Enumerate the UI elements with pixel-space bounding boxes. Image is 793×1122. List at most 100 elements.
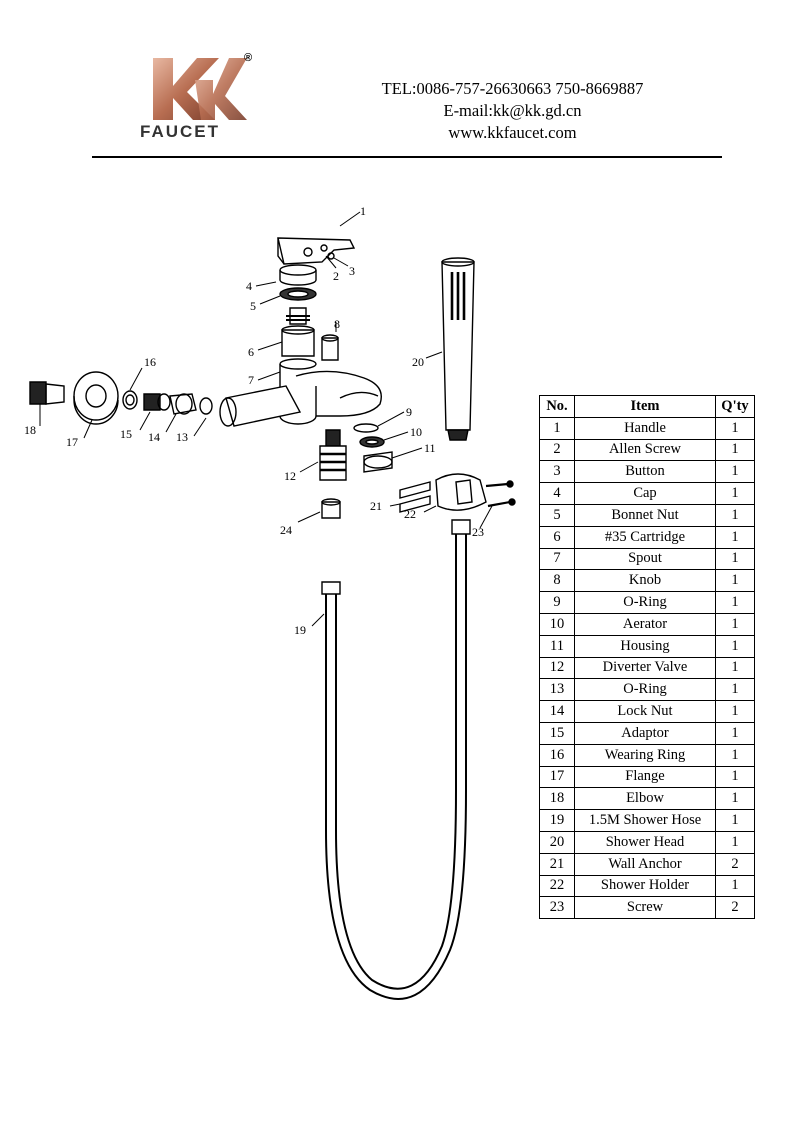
part-24 bbox=[321, 498, 341, 519]
cell-no: 12 bbox=[539, 656, 575, 680]
cell-no: 2 bbox=[539, 438, 575, 462]
cell-no: 16 bbox=[539, 743, 575, 767]
registered-mark: ® bbox=[244, 52, 253, 64]
screws bbox=[485, 480, 516, 508]
callout-19: 19 bbox=[294, 623, 306, 637]
callout-5: 5 bbox=[250, 299, 256, 313]
callout-17: 17 bbox=[66, 435, 78, 449]
cell-no: 20 bbox=[539, 830, 575, 854]
cell-no: 9 bbox=[539, 591, 575, 614]
cell-qty: 1 bbox=[715, 678, 755, 702]
callout-12: 12 bbox=[284, 469, 296, 483]
cell-qty: 2 bbox=[715, 896, 755, 920]
callout-18: 18 bbox=[24, 423, 36, 437]
cell-no: 15 bbox=[539, 721, 575, 745]
cell-item: Handle bbox=[574, 416, 716, 440]
callout-21: 21 bbox=[370, 499, 382, 513]
cell-qty: 1 bbox=[715, 569, 755, 593]
callout-16: 16 bbox=[144, 355, 156, 369]
cell-no: 10 bbox=[539, 612, 575, 636]
cell-item: Elbow bbox=[574, 787, 716, 811]
cell-no: 8 bbox=[539, 569, 575, 593]
cell-qty: 1 bbox=[715, 460, 755, 484]
callout-15: 15 bbox=[120, 427, 132, 441]
cell-qty: 1 bbox=[715, 743, 755, 767]
shower-head-part bbox=[441, 257, 475, 441]
col-header-no: No. bbox=[539, 395, 575, 418]
cell-item: Knob bbox=[574, 569, 716, 593]
cell-qty: 1 bbox=[715, 721, 755, 745]
cell-item: #35 Cartridge bbox=[574, 525, 716, 549]
cell-qty: 1 bbox=[715, 525, 755, 549]
header-divider bbox=[92, 156, 722, 158]
cell-qty: 1 bbox=[715, 591, 755, 614]
callout-22: 22 bbox=[404, 507, 416, 521]
cell-item: Flange bbox=[574, 765, 716, 789]
callout-10: 10 bbox=[410, 425, 422, 439]
contact-email[interactable]: E-mail:kk@kk.gd.cn bbox=[443, 101, 582, 120]
cell-item: Allen Screw bbox=[574, 438, 716, 462]
callout-9: 9 bbox=[406, 405, 412, 419]
callout-4: 4 bbox=[246, 279, 252, 293]
cell-no: 19 bbox=[539, 809, 575, 832]
callout-6: 6 bbox=[248, 345, 254, 359]
cell-qty: 1 bbox=[715, 547, 755, 571]
cell-qty: 1 bbox=[715, 787, 755, 811]
contact-website[interactable]: www.kkfaucet.com bbox=[448, 123, 577, 142]
cell-qty: 1 bbox=[715, 809, 755, 832]
left-side-fittings bbox=[29, 371, 213, 425]
callout-14: 14 bbox=[148, 430, 160, 444]
parts-table-header: No. Item Q'ty bbox=[539, 395, 755, 418]
logo-wordmark: FAUCET bbox=[140, 122, 220, 141]
spout-part bbox=[219, 358, 382, 427]
cell-item: 1.5M Shower Hose bbox=[574, 809, 716, 832]
wall-anchors bbox=[399, 481, 431, 513]
callout-20: 20 bbox=[412, 355, 424, 369]
cell-qty: 1 bbox=[715, 656, 755, 680]
cell-item: Shower Holder bbox=[574, 874, 716, 898]
col-header-qty: Q'ty bbox=[715, 395, 755, 418]
cell-qty: 1 bbox=[715, 438, 755, 462]
cell-item: Shower Head bbox=[574, 830, 716, 854]
cell-item: Spout bbox=[574, 547, 716, 571]
cell-item: Lock Nut bbox=[574, 700, 716, 723]
cell-item: Bonnet Nut bbox=[574, 503, 716, 527]
cell-no: 4 bbox=[539, 482, 575, 505]
cell-qty: 1 bbox=[715, 634, 755, 658]
callout-3: 3 bbox=[349, 264, 355, 278]
cell-no: 21 bbox=[539, 852, 575, 876]
cell-qty: 1 bbox=[715, 503, 755, 527]
cell-item: Aerator bbox=[574, 612, 716, 636]
cell-no: 23 bbox=[539, 896, 575, 920]
callout-24: 24 bbox=[280, 523, 292, 537]
cell-qty: 1 bbox=[715, 416, 755, 440]
cell-item: Housing bbox=[574, 634, 716, 658]
cartridge-part bbox=[281, 307, 315, 357]
diverter-valve-part bbox=[319, 429, 347, 481]
contact-block: TEL:0086-757-26630663 750-8669887 E-mail… bbox=[340, 78, 685, 144]
callout-7: 7 bbox=[248, 373, 254, 387]
cell-qty: 1 bbox=[715, 874, 755, 898]
handle-part bbox=[277, 237, 356, 265]
callout-11: 11 bbox=[424, 441, 436, 455]
cell-item: O-Ring bbox=[574, 678, 716, 702]
bonnet-nut-part bbox=[279, 287, 317, 301]
cell-item: Wearing Ring bbox=[574, 743, 716, 767]
callout-8: 8 bbox=[334, 317, 340, 331]
oring-aerator-housing bbox=[353, 423, 393, 473]
contact-tel: TEL:0086-757-26630663 750-8669887 bbox=[381, 79, 644, 98]
